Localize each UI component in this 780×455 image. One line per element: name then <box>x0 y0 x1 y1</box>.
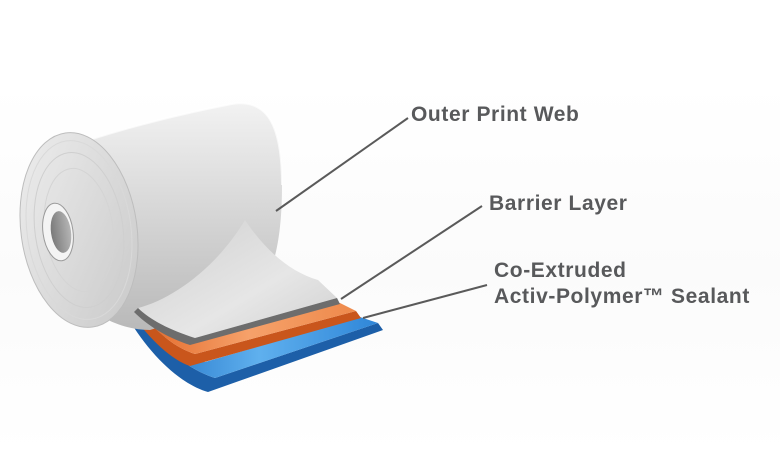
leader-outer-print-web <box>275 117 409 212</box>
leader-barrier-layer <box>340 205 483 300</box>
outer-web-layer <box>134 220 340 345</box>
label-barrier-layer: Barrier Layer <box>489 192 628 215</box>
leader-sealant <box>362 284 488 319</box>
label-sealant-line1: Co-Extruded <box>494 259 627 282</box>
label-outer-print-web: Outer Print Web <box>411 103 580 126</box>
label-sealant-line2: Activ-Polymer™ Sealant <box>494 285 750 308</box>
label-sealant: Co-Extruded Activ-Polymer™ Sealant <box>494 258 750 310</box>
roll-end-face <box>19 132 139 328</box>
leader-lines <box>275 117 488 319</box>
